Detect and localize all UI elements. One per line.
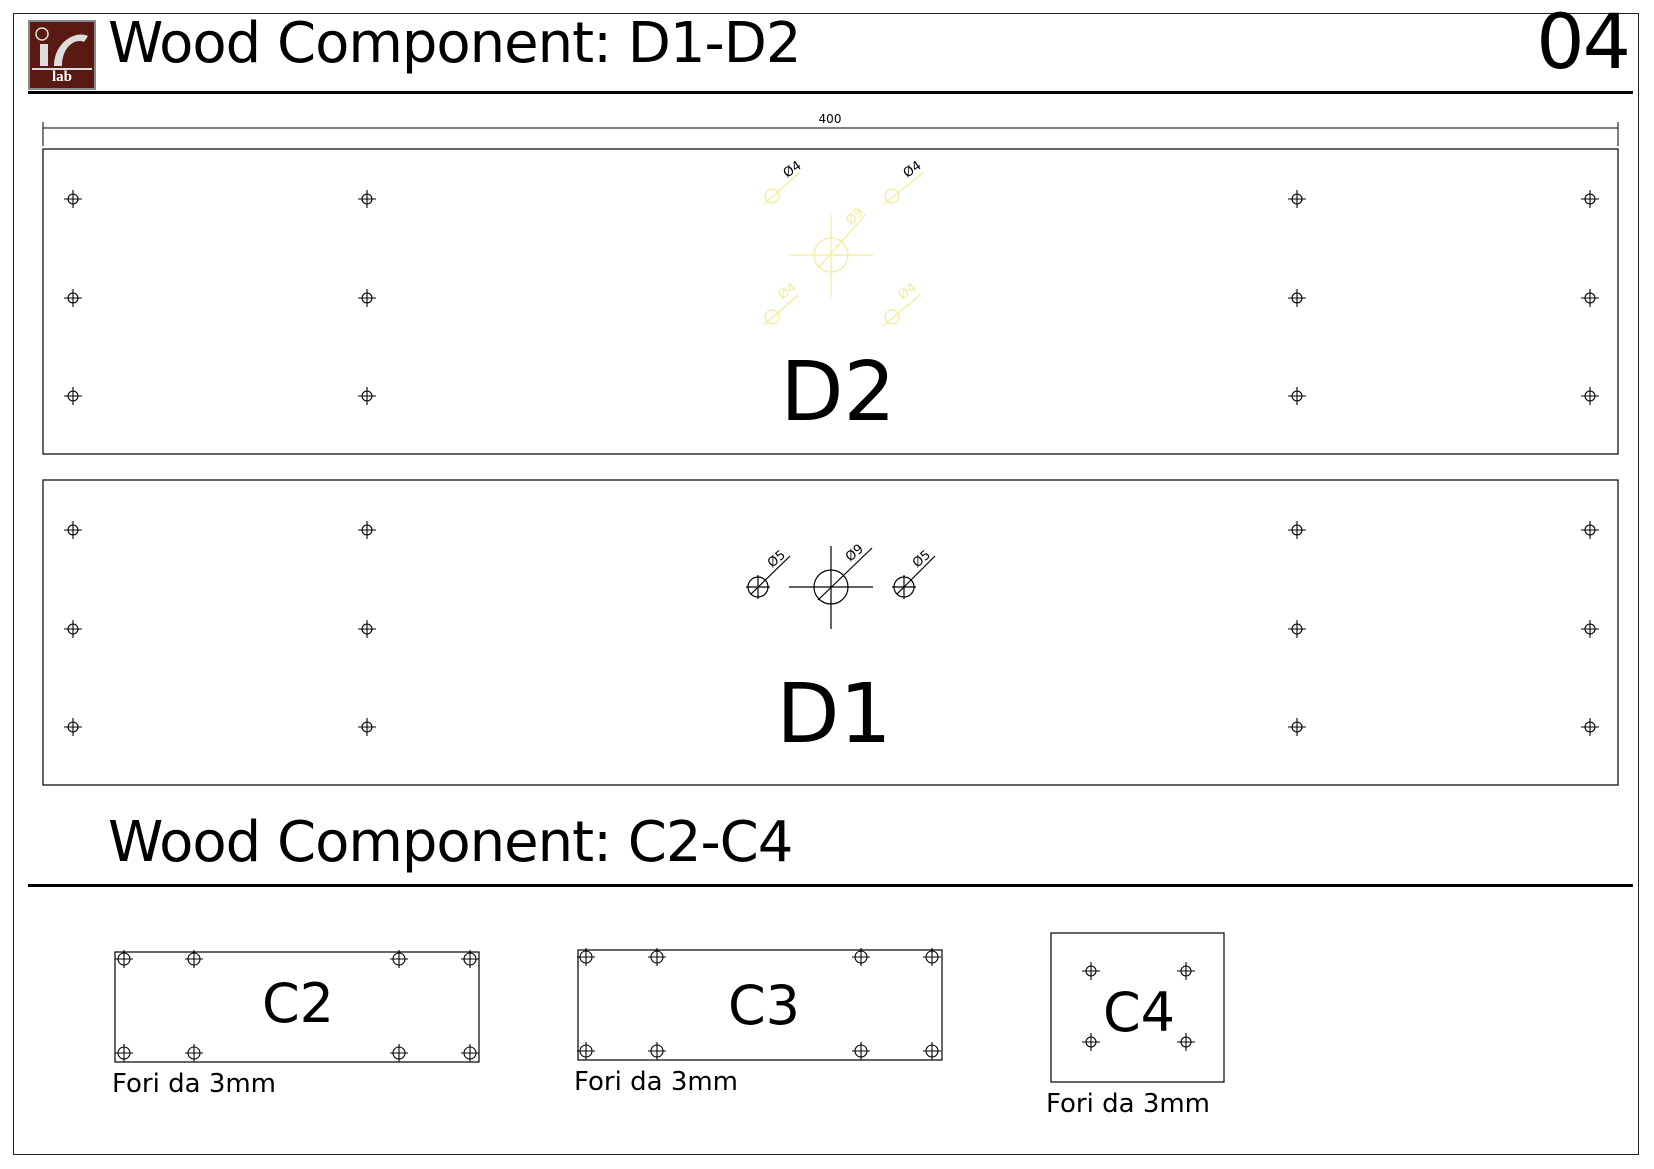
drill-hole-marker (1288, 289, 1306, 307)
panel-d2-outline (42, 148, 1619, 455)
component-holes (115, 948, 1195, 1062)
d1-hole-label: Ø5 (910, 548, 934, 571)
drill-hole-marker (358, 620, 376, 638)
drill-hole-marker (1581, 521, 1599, 539)
component-c2-note: Fori da 3mm (112, 1069, 277, 1099)
drill-hole-marker (64, 718, 82, 736)
drill-hole-marker (648, 948, 666, 966)
drill-hole-marker (577, 948, 595, 966)
drill-hole-marker (390, 950, 408, 968)
panel-d1-holes (64, 521, 1599, 736)
panel-d2-holes (64, 190, 1599, 405)
drill-hole-marker (852, 1042, 870, 1060)
drill-hole-marker (1288, 190, 1306, 208)
drill-hole-marker (577, 1042, 595, 1060)
sheet-frame (13, 13, 1639, 1155)
drill-hole-marker (1581, 387, 1599, 405)
panel-d2-label: D2 (780, 345, 895, 440)
drill-hole-marker (185, 1044, 203, 1062)
drill-hole-marker (115, 1044, 133, 1062)
page-title: Wood Component: D1-D2 (108, 11, 801, 76)
component-c4-note: Fori da 3mm (1046, 1089, 1211, 1119)
drill-hole-marker (1288, 620, 1306, 638)
panel-d1-outline (42, 479, 1619, 786)
dimension-line (42, 122, 1619, 146)
drill-hole-marker (461, 950, 479, 968)
component-c4-outline (1050, 932, 1225, 1083)
component-c4-label: C4 (1103, 981, 1175, 1044)
component-c2-outline (114, 951, 480, 1063)
drill-hole-marker (185, 950, 203, 968)
panel-d1-label: D1 (776, 667, 891, 762)
d2-hole-label-ghost: Ø4 (896, 280, 920, 303)
drill-hole-marker (1581, 620, 1599, 638)
drill-hole-marker (1581, 718, 1599, 736)
drill-hole-marker (1288, 521, 1306, 539)
dimension-label: 400 (819, 112, 842, 126)
component-c3-outline (577, 949, 943, 1061)
component-c3-label: C3 (728, 974, 800, 1037)
drill-hole-marker (923, 948, 941, 966)
panel-d2-ghost-pattern (763, 171, 925, 326)
section-title-c2-c4: Wood Component: C2-C4 (108, 810, 793, 875)
d2-hole-label: Ø4 (901, 158, 925, 181)
header-rule (28, 91, 1633, 94)
drill-hole-marker (1581, 190, 1599, 208)
component-c2-label: C2 (262, 972, 334, 1035)
drill-hole-marker (64, 387, 82, 405)
drill-hole-marker (358, 190, 376, 208)
d1-hole-label: Ø9 (843, 542, 867, 565)
drill-hole-marker (1177, 962, 1195, 980)
drill-hole-marker (64, 620, 82, 638)
drill-hole-marker (115, 950, 133, 968)
d2-hole-label-ghost: Ø4 (776, 280, 800, 303)
component-c3-note: Fori da 3mm (574, 1067, 739, 1097)
drill-hole-marker (1177, 1033, 1195, 1051)
logo-text: lab (51, 69, 72, 85)
panel-d1-center-pattern (746, 546, 936, 629)
drill-hole-marker (390, 1044, 408, 1062)
drill-hole-marker (358, 718, 376, 736)
section-rule (28, 884, 1633, 887)
drill-hole-marker (648, 1042, 666, 1060)
logo-mark (32, 27, 92, 70)
drill-hole-marker (1581, 289, 1599, 307)
drill-hole-marker (1082, 1033, 1100, 1051)
drill-hole-marker (852, 948, 870, 966)
d2-hole-label: Ø4 (781, 158, 805, 181)
drill-hole-marker (1288, 387, 1306, 405)
d2-hole-label-ghost: Ø9 (843, 205, 867, 229)
drill-hole-marker (64, 190, 82, 208)
drill-hole-marker (64, 289, 82, 307)
drill-hole-marker (461, 1044, 479, 1062)
company-logo: lab (28, 20, 96, 90)
drill-hole-marker (358, 387, 376, 405)
drill-hole-marker (64, 521, 82, 539)
drill-hole-marker (923, 1042, 941, 1060)
drill-hole-marker (358, 289, 376, 307)
drill-hole-marker (1288, 718, 1306, 736)
drill-hole-marker (1082, 962, 1100, 980)
drill-hole-marker (358, 521, 376, 539)
page-number: 04 (1536, 0, 1631, 86)
d1-hole-label: Ø5 (765, 548, 789, 571)
